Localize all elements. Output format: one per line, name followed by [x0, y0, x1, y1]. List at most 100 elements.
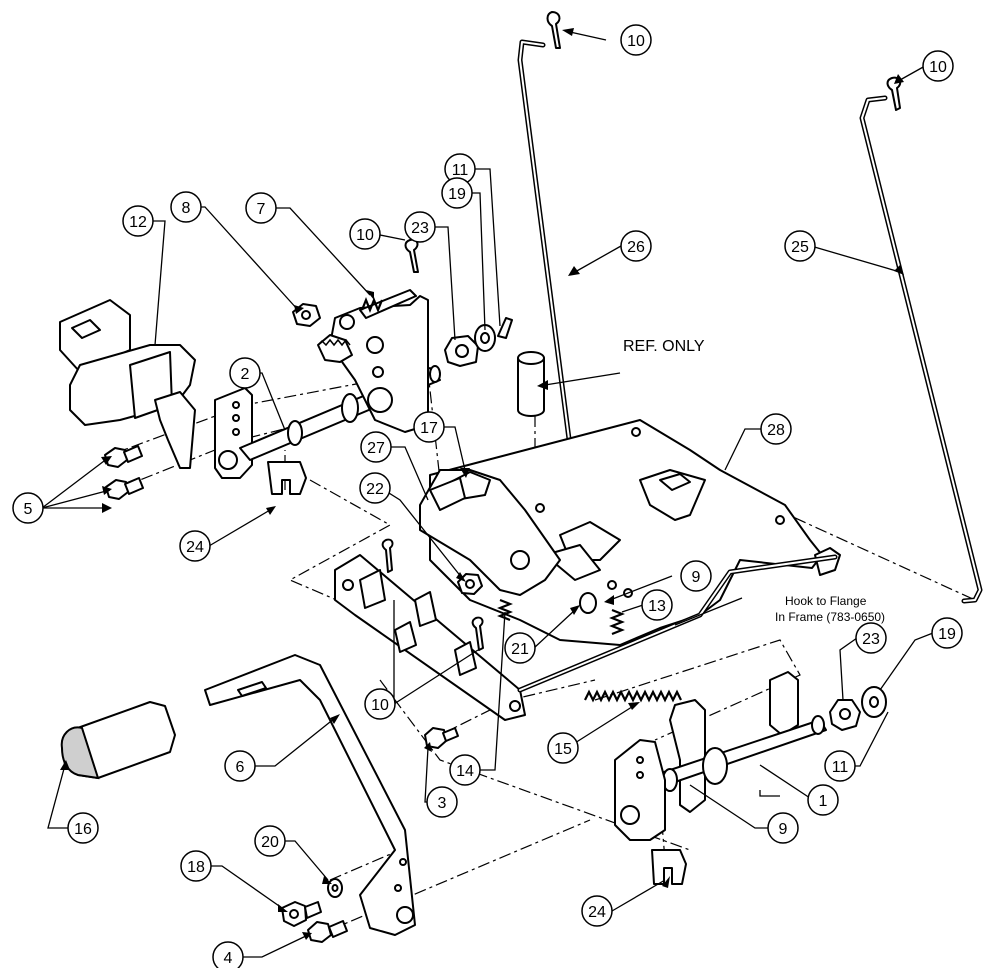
svg-text:10: 10	[371, 697, 389, 714]
svg-text:6: 6	[236, 759, 245, 776]
callout-21: 21	[504, 632, 536, 664]
svg-text:25: 25	[791, 239, 809, 256]
svg-text:1: 1	[819, 793, 828, 810]
callout-20: 20	[254, 825, 286, 857]
callout-13: 13	[641, 589, 673, 621]
callout-10-lower: 10	[364, 688, 396, 720]
nut-washer-stack-lower	[829, 686, 887, 731]
control-rod-25	[859, 95, 983, 604]
svg-text:20: 20	[261, 834, 279, 851]
callout-25: 25	[784, 230, 816, 262]
callout-28: 28	[760, 413, 792, 445]
svg-text:24: 24	[186, 539, 204, 556]
svg-text:10: 10	[356, 227, 374, 244]
svg-text:23: 23	[862, 631, 880, 648]
arm-plate-right	[614, 739, 666, 841]
svg-text:17: 17	[420, 420, 438, 437]
svg-text:3: 3	[438, 795, 447, 812]
hook-note-line1: Hook to Flange	[785, 594, 867, 608]
callout-11-upper: 11	[444, 153, 476, 185]
svg-text:21: 21	[511, 641, 529, 658]
ref-only-note: REF. ONLY	[623, 338, 705, 355]
bolt-18	[281, 901, 322, 927]
callout-24-upper: 24	[179, 530, 211, 562]
callout-10-right: 10	[922, 50, 954, 82]
svg-text:10: 10	[929, 59, 947, 76]
callout-22: 22	[359, 472, 391, 504]
callout-8: 8	[170, 191, 202, 223]
callout-26: 26	[620, 230, 652, 262]
svg-text:7: 7	[257, 201, 266, 218]
hairpin-clip-top	[546, 11, 561, 49]
callout-7: 7	[245, 192, 277, 224]
callout-23-upper: 23	[404, 211, 436, 243]
pin-with-spring	[359, 289, 417, 319]
spring-13	[609, 608, 625, 636]
callout-5: 5	[12, 492, 44, 524]
callout-27: 27	[360, 431, 392, 463]
svg-text:13: 13	[648, 598, 666, 615]
callout-14: 14	[449, 754, 481, 786]
svg-text:4: 4	[224, 950, 233, 967]
callout-18: 18	[180, 850, 212, 882]
lower-channel-bracket	[334, 554, 526, 721]
washer-20	[327, 878, 343, 898]
hairpin-clip-pin	[404, 238, 419, 273]
svg-text:11: 11	[452, 162, 469, 179]
svg-text:28: 28	[767, 422, 785, 439]
svg-text:26: 26	[627, 239, 645, 256]
svg-text:19: 19	[938, 626, 956, 643]
callout-23-lower: 23	[855, 622, 887, 654]
sector-bracket	[317, 295, 429, 433]
svg-text:16: 16	[74, 821, 92, 838]
control-rod-26	[517, 39, 576, 488]
svg-text:9: 9	[692, 569, 701, 586]
svg-text:12: 12	[129, 214, 147, 231]
extension-spring-15	[584, 689, 682, 703]
flange-bolt-5b	[105, 477, 144, 500]
hairpin-clip-lower-a	[381, 538, 394, 573]
rear-shaft-1	[639, 671, 827, 813]
callout-10-top: 10	[620, 24, 652, 56]
svg-text:5: 5	[24, 501, 33, 518]
svg-text:2: 2	[241, 366, 250, 383]
hairpin-clip-lower-b	[471, 616, 484, 651]
bolt-4	[307, 920, 348, 943]
callout-9-lower: 9	[767, 812, 799, 844]
brake-pedal-12	[59, 299, 196, 469]
callout-19-lower: 19	[931, 617, 963, 649]
svg-text:27: 27	[367, 440, 385, 457]
svg-text:23: 23	[411, 220, 429, 237]
flange-bolt-5a	[104, 445, 143, 468]
svg-text:18: 18	[187, 859, 205, 876]
nut-washer-stack-upper	[444, 317, 513, 367]
callout-24-lower: 24	[581, 895, 613, 927]
svg-text:8: 8	[182, 200, 191, 217]
callout-15: 15	[547, 732, 579, 764]
svg-text:19: 19	[448, 186, 466, 203]
callout-10-pin: 10	[349, 218, 381, 250]
callout-16: 16	[67, 812, 99, 844]
callout-19-upper: 19	[441, 177, 473, 209]
svg-text:10: 10	[627, 33, 645, 50]
spring-14	[497, 598, 513, 622]
callout-9-upper: 9	[680, 560, 712, 592]
svg-text:14: 14	[456, 763, 474, 780]
svg-text:24: 24	[588, 904, 606, 921]
pedal-grip-16	[60, 701, 176, 780]
callout-12: 12	[122, 205, 154, 237]
hook-note-line2: In Frame (783-0650)	[775, 610, 885, 624]
callout-1: 1	[807, 784, 839, 816]
bushing-24-upper	[267, 461, 307, 495]
callout-11-lower: 11	[824, 750, 856, 782]
svg-text:11: 11	[832, 759, 849, 776]
callout-bubbles: 1 2 3 4 5 6 7 8 9 9 10 10 10 10 11 11 12…	[12, 24, 963, 968]
leader-arrowheads	[60, 28, 904, 940]
link-rod	[517, 554, 838, 693]
callout-4: 4	[212, 941, 244, 968]
svg-text:9: 9	[779, 821, 788, 838]
pedal-lever-6	[204, 654, 416, 936]
callout-6: 6	[224, 750, 256, 782]
washer-21	[579, 592, 597, 614]
